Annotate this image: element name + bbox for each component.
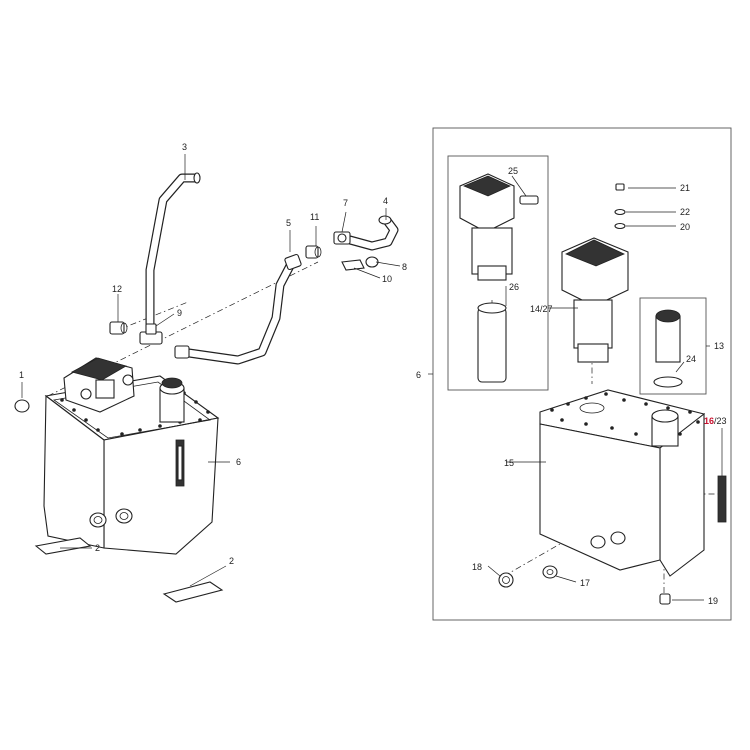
- callout-16-23: 16/23: [704, 416, 727, 426]
- callout-24: 24: [686, 354, 696, 364]
- frame-filter-detail: [447, 155, 549, 391]
- filter-head-left: [63, 357, 135, 413]
- filler-neck-right: [651, 409, 679, 447]
- tank-6: [43, 375, 220, 555]
- callout-6-right: 6: [416, 370, 421, 380]
- hose-3: [145, 172, 201, 335]
- washer-17: [542, 565, 558, 579]
- callout-20: 20: [680, 222, 690, 232]
- callout-7: 7: [343, 198, 348, 208]
- left-assembly: [14, 172, 399, 603]
- callout-13: 13: [714, 341, 724, 351]
- elbow-4: [345, 215, 399, 251]
- callout-21: 21: [680, 183, 690, 193]
- callout-2-upper: 2: [95, 543, 100, 553]
- callout-12: 12: [112, 284, 122, 294]
- callouts: 3 1 5 11 7 4 8 10 12 9 6 2 2 6 25 26 14/…: [19, 142, 727, 606]
- washer-22: [614, 208, 626, 216]
- callout-3: 3: [182, 142, 187, 152]
- o-ring-1: [14, 399, 30, 413]
- callout-9: 9: [177, 308, 182, 318]
- adapter-11: [305, 245, 322, 259]
- bracket-2-upper: [34, 537, 92, 555]
- callout-11: 11: [310, 212, 319, 222]
- tank-15: [539, 389, 727, 577]
- callout-19: 19: [708, 596, 718, 606]
- callout-8: 8: [402, 262, 407, 272]
- gasket-24: [653, 376, 683, 388]
- bracket-2-lower: [162, 581, 224, 603]
- bolt-21: [615, 183, 625, 191]
- filter-element-26: [477, 302, 507, 383]
- hose-5: [174, 253, 302, 365]
- plate-10: [341, 259, 365, 271]
- bolt-19: [659, 593, 671, 605]
- callout-17: 17: [580, 578, 590, 588]
- breather-13: [655, 309, 681, 363]
- callout-1: 1: [19, 370, 24, 380]
- callout-14-27: 14/27: [530, 304, 553, 314]
- callout-26: 26: [509, 282, 519, 292]
- callout-5: 5: [286, 218, 291, 228]
- plug-18: [498, 572, 514, 588]
- callout-25: 25: [508, 166, 518, 176]
- callout-18: 18: [472, 562, 482, 572]
- callout-6-left: 6: [236, 457, 241, 467]
- callout-2-lower: 2: [229, 556, 234, 566]
- filter-head-detail: [459, 173, 539, 281]
- center-line-drain: [503, 543, 561, 577]
- filter-head-14-27: [561, 237, 629, 363]
- callout-10: 10: [382, 274, 392, 284]
- callout-22: 22: [680, 207, 690, 217]
- callout-16: 16: [704, 416, 714, 426]
- nipple-12: [109, 321, 128, 335]
- callout-4: 4: [383, 196, 388, 206]
- callout-15: 15: [504, 458, 514, 468]
- filler-breather-left: [159, 377, 185, 423]
- washer-20: [614, 222, 626, 230]
- leader-lines: [21, 154, 723, 601]
- tee-9: [139, 323, 163, 345]
- fitting-7: [333, 231, 351, 245]
- right-assembly: [432, 127, 732, 621]
- callout-23-suffix: /23: [714, 416, 727, 426]
